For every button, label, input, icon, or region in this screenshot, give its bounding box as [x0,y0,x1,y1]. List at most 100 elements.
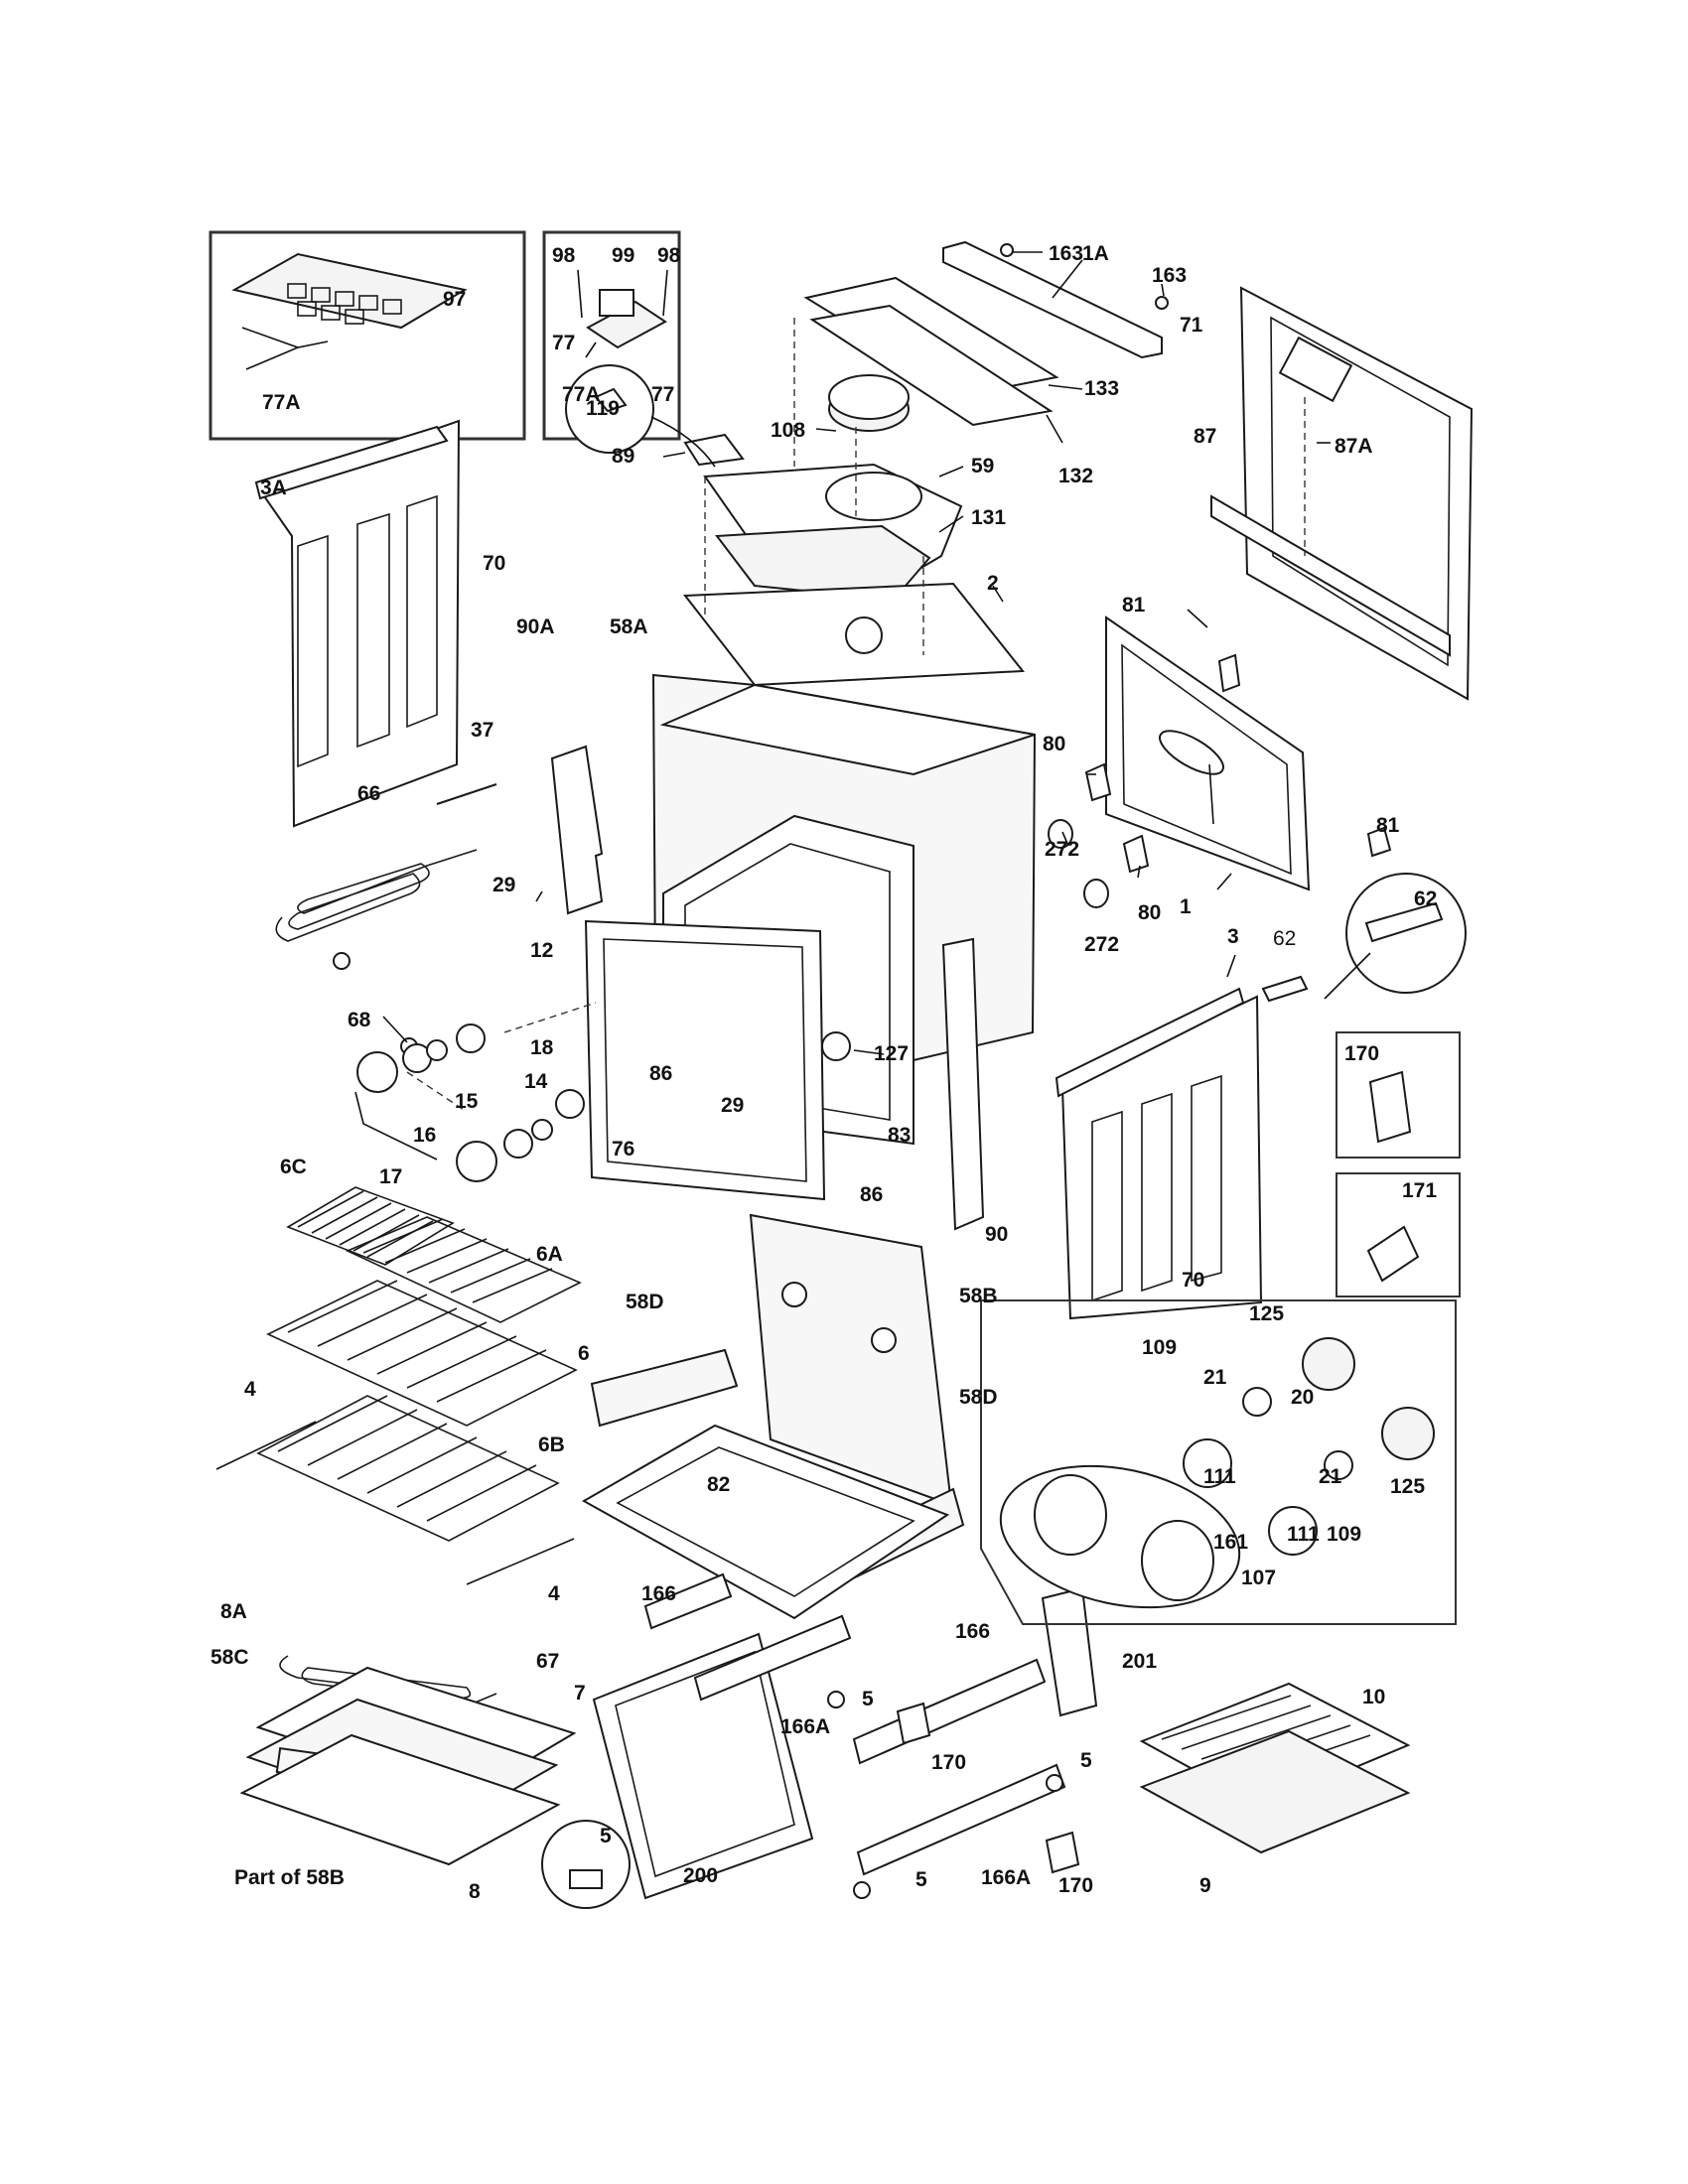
callout-4-right: 4 [548,1582,560,1605]
callout-125-top: 125 [1249,1302,1284,1325]
housing-18-b [555,1089,585,1119]
callout-81-right: 81 [1376,814,1400,837]
slide-166A-left [693,1614,852,1702]
socket-14-a [426,1039,448,1061]
bracket-81-top [1217,653,1241,693]
trim-3A [254,425,449,500]
callout-77A-xfmr: 77A [562,383,601,406]
lens-16-b [456,1141,497,1182]
sensor-127 [821,1031,851,1061]
side-bracket-201 [1041,1586,1098,1717]
callout-161: 161 [1213,1531,1248,1554]
callout-89: 89 [612,445,634,468]
rear-panel-assembly [1210,286,1474,701]
callout-77-right: 77 [651,383,674,406]
fan-blade-109-b [1268,1506,1318,1556]
bracket-80-low [1122,834,1150,874]
bracket-80-top [1084,762,1112,802]
callout-86-upper: 86 [649,1062,672,1085]
callout-82: 82 [707,1473,730,1496]
callout-98-left: 98 [552,244,576,267]
housing-18-a [456,1024,486,1053]
lens-16-a [356,1051,398,1093]
bake-element-66 [275,783,497,1055]
callout-29-low: 29 [721,1094,744,1117]
callout-127: 127 [874,1042,909,1065]
callout-62-callout: 62 [1414,887,1437,910]
callout-16: 16 [413,1124,436,1147]
callout-163-right: 163 [1152,264,1187,287]
callout-29-top: 29 [492,874,515,896]
callout-14: 14 [524,1070,548,1093]
callout-77A-board: 77A [262,391,301,414]
callout-9: 9 [1199,1874,1211,1897]
front-frame-76 [584,919,826,1201]
callout-58A: 58A [610,615,648,638]
side-panels [254,419,1263,1320]
shield-20-b [1324,1450,1353,1480]
cover-8 [239,1733,561,1866]
callout-131: 131 [971,506,1006,529]
callout-6B: 6B [538,1433,565,1456]
callout-109-top: 109 [1142,1336,1177,1359]
top-trim-132 [809,304,1054,427]
callout-83: 83 [888,1124,911,1147]
rack-6 [266,1280,578,1427]
callout-70-right: 70 [1182,1269,1204,1292]
bracket-170-a [896,1702,931,1745]
callout-58D-left: 58D [626,1291,664,1313]
callout-272-top: 272 [1045,838,1079,861]
callout-8: 8 [469,1880,481,1903]
callout-86-lower: 86 [860,1183,883,1206]
callout-170-mid: 170 [931,1751,966,1774]
callout-7: 7 [574,1682,586,1705]
callout-67: 67 [536,1650,559,1673]
callout-58C: 58C [211,1646,249,1669]
callout-111-upper: 111 [1203,1465,1236,1488]
callout-6: 6 [578,1342,590,1365]
callout-166A-right: 166A [981,1866,1031,1889]
callout-5-callout: 5 [600,1825,612,1847]
callout-5-mid: 5 [1080,1749,1092,1772]
callout-90: 90 [985,1223,1008,1246]
callout-8A: 8A [220,1600,247,1623]
callout-20: 20 [1291,1386,1314,1409]
convection-inset [980,1299,1457,1625]
callout-3: 3 [1227,925,1239,948]
leveler-5-b [1046,1774,1063,1792]
slide-166-right [852,1658,1047,1765]
callout-15: 15 [455,1090,479,1113]
nut-163-right [1155,296,1169,310]
insulator-272-b [1083,879,1109,908]
callout-62-block: 62 [1273,927,1296,950]
callout-132: 132 [1058,465,1093,487]
insulation-58D-left [590,1348,739,1428]
rail-1A [942,240,1163,359]
broiler-pan-9 [1139,1729,1411,1854]
terminal-block-62 [1261,975,1309,1003]
callout-68: 68 [348,1009,371,1031]
callout-80-top: 80 [1043,733,1065,755]
callout-21-top: 21 [1203,1366,1227,1389]
inset-170-box [1336,1031,1461,1159]
callout-107: 107 [1241,1567,1276,1589]
oven-racks [215,1186,582,1585]
callout-87A: 87A [1335,435,1373,458]
callout-10: 10 [1362,1686,1385,1708]
sensor-37 [436,783,497,805]
callout-17: 17 [379,1165,402,1188]
callout-58B: 58B [959,1285,998,1307]
callout-90A: 90A [516,615,555,638]
callout-6C: 6C [280,1156,307,1178]
terminal-block-callout [1324,873,1467,1000]
control-board-inset [209,230,526,441]
slide-166-left [643,1572,733,1630]
oven-cavity [584,582,1037,1201]
callout-59: 59 [971,455,994,478]
rack-glide-4-left [215,1421,317,1470]
baffle-90 [941,937,985,1231]
nut-163-top [1000,243,1014,257]
control-board [231,252,468,330]
callout-58D-right: 58D [959,1386,998,1409]
